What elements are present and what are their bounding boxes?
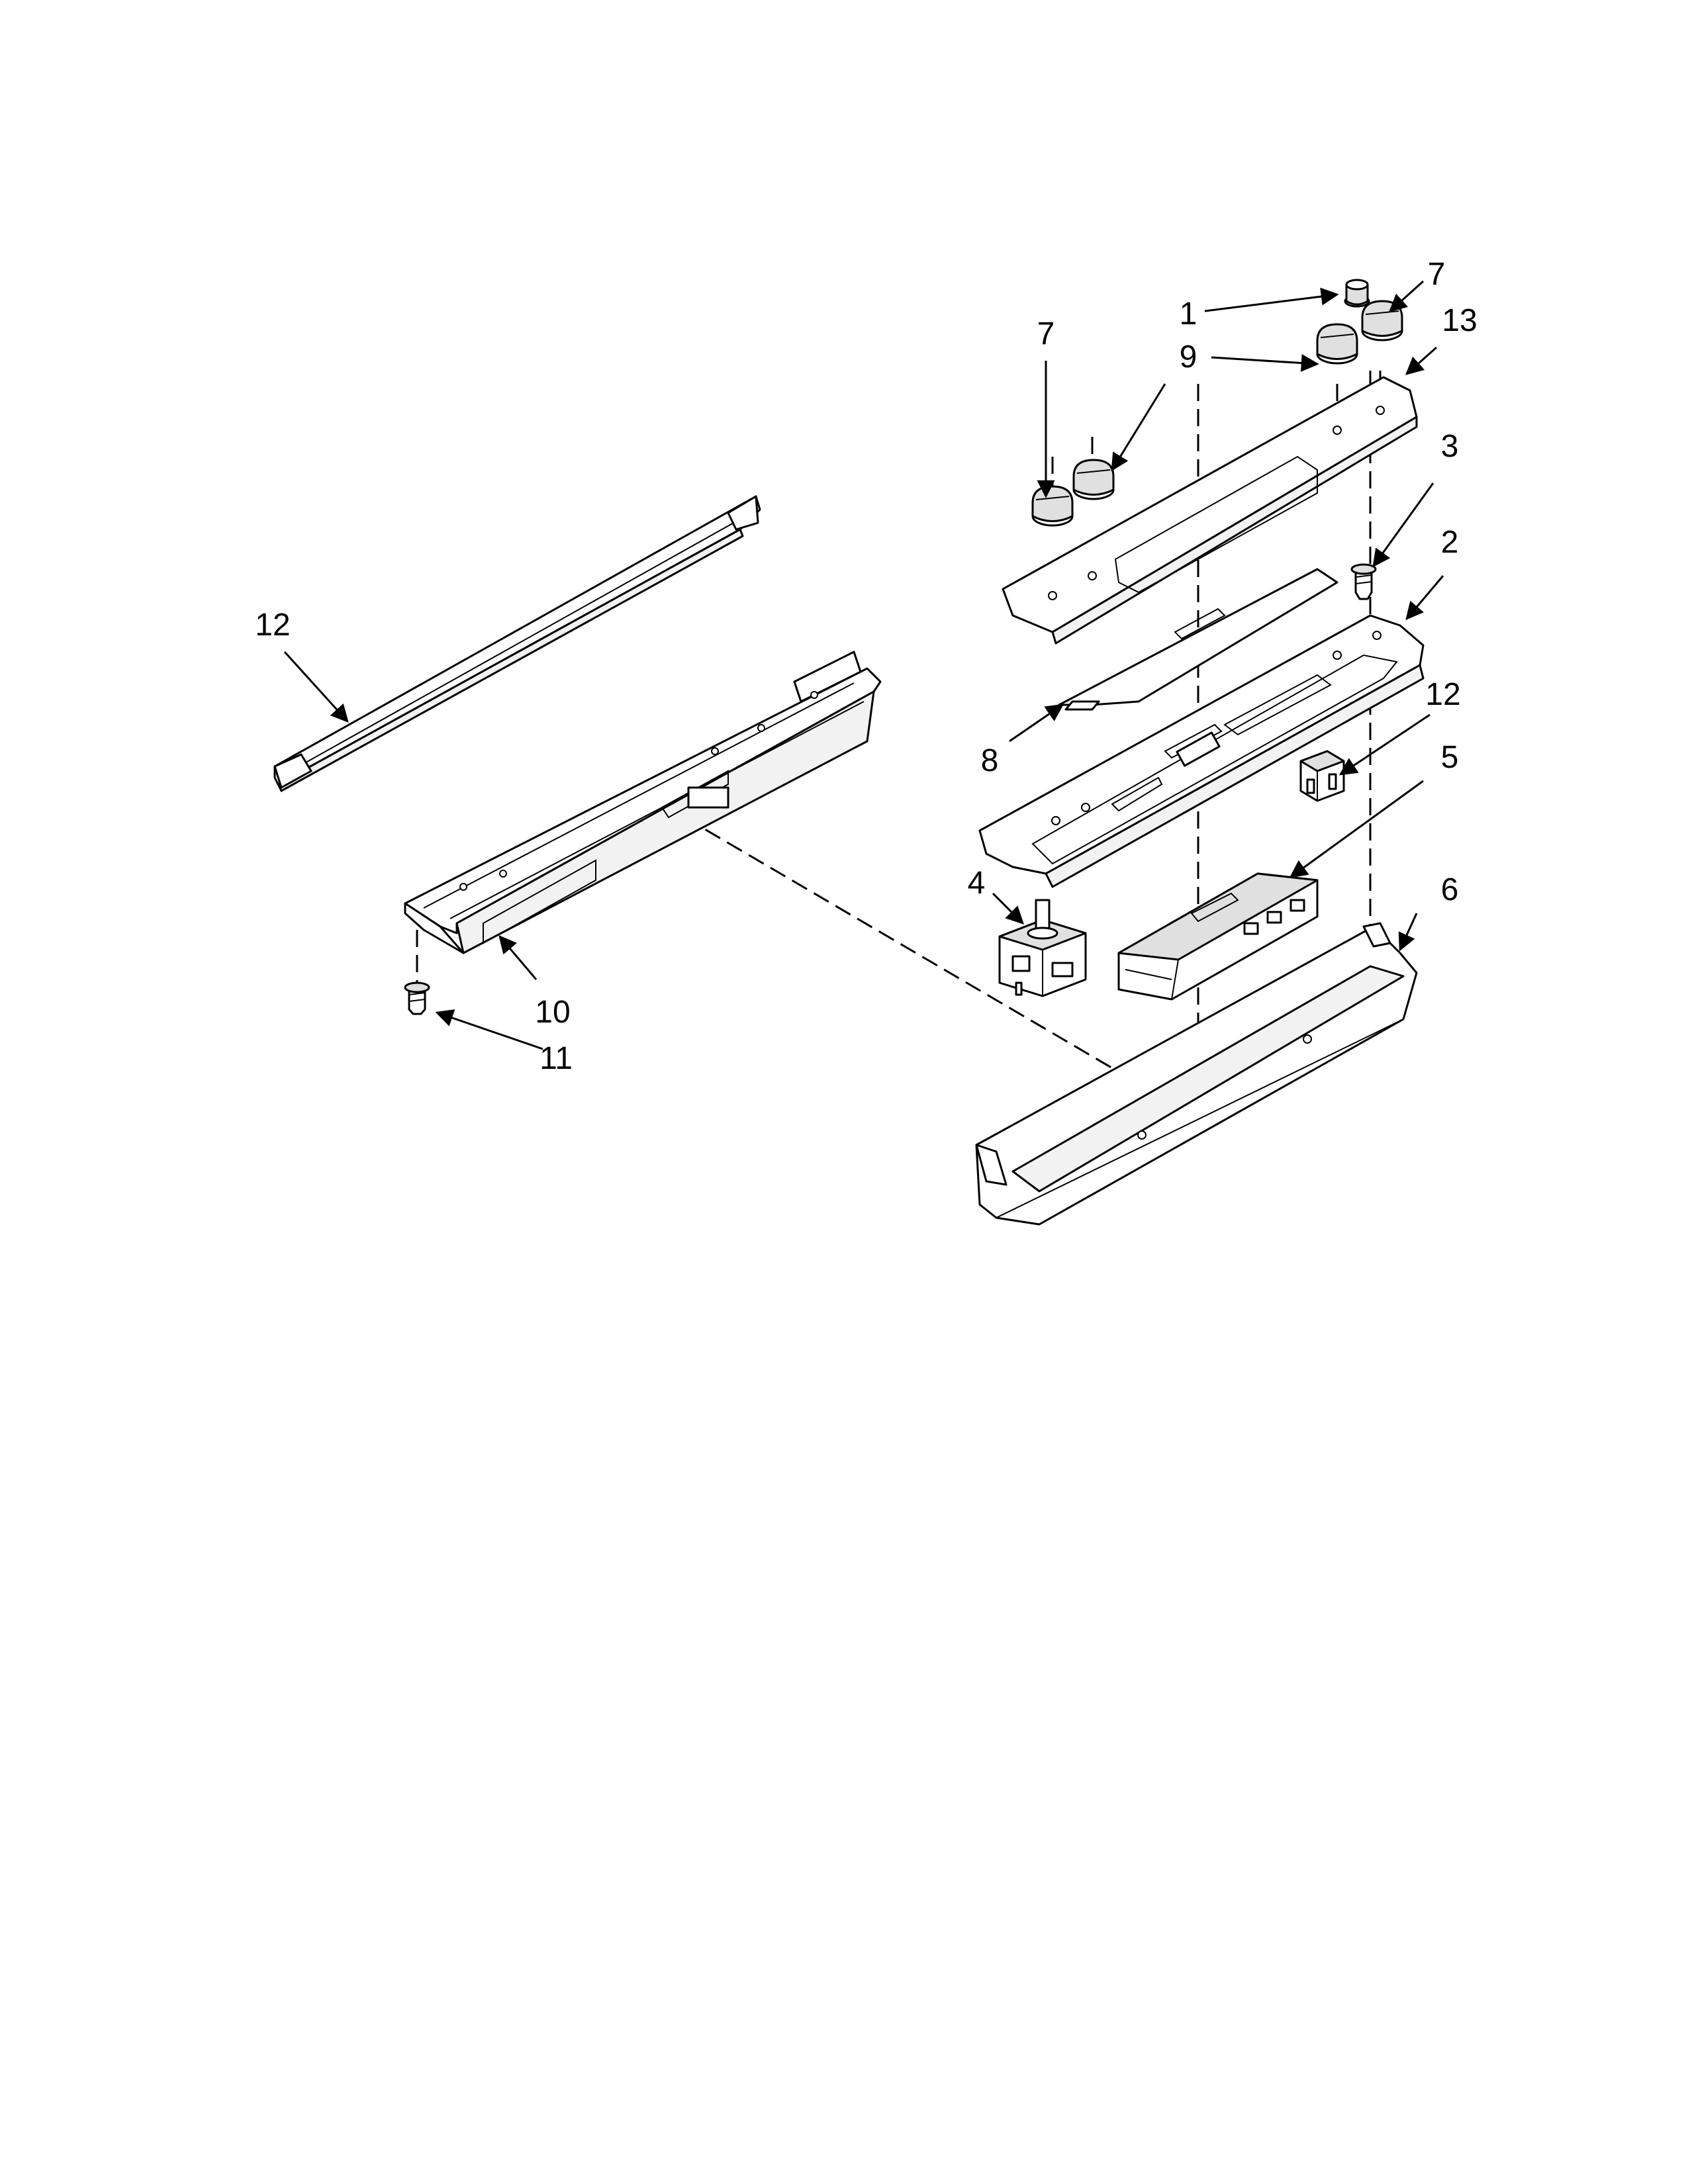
part-control-board (1117, 872, 1319, 1001)
callout-9: 9 (1180, 340, 1197, 375)
callout-3: 3 (1441, 429, 1459, 464)
part-control-bracket (404, 651, 882, 954)
callout-13: 13 (1442, 303, 1477, 338)
leader-arrows (283, 280, 1444, 1050)
part-switch (1299, 750, 1345, 802)
callout-11: 11 (539, 1041, 573, 1076)
callout-8: 8 (981, 743, 999, 778)
part-small-knob-1 (1344, 279, 1370, 308)
callout-10: 10 (535, 995, 570, 1030)
callout-1: 1 (1180, 296, 1197, 332)
part-control-panel-housing (978, 614, 1425, 888)
callout-4: 4 (968, 866, 986, 901)
part-overlay-ribbon (1058, 568, 1338, 711)
callout-2: 2 (1441, 525, 1459, 560)
callout-12-right: 12 (1425, 677, 1460, 712)
part-console-support (975, 922, 1418, 1226)
part-rail-strip (273, 495, 761, 792)
callout-7-right: 7 (1428, 257, 1446, 292)
part-screw-panel (1350, 563, 1377, 600)
part-console-trim (1002, 376, 1418, 645)
callout-5: 5 (1441, 740, 1459, 775)
part-screw-bracket (404, 981, 430, 1015)
callout-6: 6 (1441, 872, 1459, 907)
callout-labels: 1 7 7 9 13 3 2 12 12 8 5 4 6 10 11 (255, 257, 1477, 1076)
part-knob-left-9 (1072, 459, 1115, 500)
callout-7-left: 7 (1037, 316, 1055, 351)
callout-12-left: 12 (255, 608, 290, 643)
part-knob-right-9 (1316, 323, 1358, 365)
part-infinite-switch (998, 899, 1087, 997)
part-knob-left-7 (1031, 485, 1074, 527)
